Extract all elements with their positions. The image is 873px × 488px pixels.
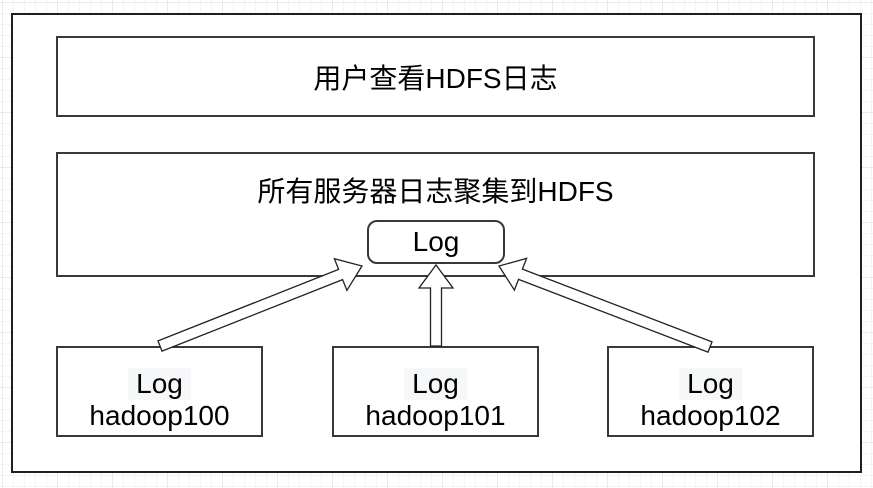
user-view-hdfs-box: 用户查看HDFS日志 [56,36,815,117]
server-log-label: Log [404,367,467,400]
hdfs-log-label: Log [412,226,460,257]
hdfs-log-node: Log [367,220,505,264]
aggregate-to-hdfs-label: 所有服务器日志聚集到HDFS [257,176,614,207]
server-host-label: hadoop101 [365,399,506,431]
server-log-label: Log [679,367,742,400]
user-view-hdfs-label: 用户查看HDFS日志 [313,62,558,94]
server-host-label: hadoop102 [640,399,781,431]
server-host-label: hadoop100 [89,399,230,431]
server-log-label: Log [128,367,191,400]
server-box-hadoop102: Log hadoop102 [607,346,814,437]
server-box-hadoop100: Log hadoop100 [56,346,263,437]
server-box-hadoop101: Log hadoop101 [332,346,539,437]
